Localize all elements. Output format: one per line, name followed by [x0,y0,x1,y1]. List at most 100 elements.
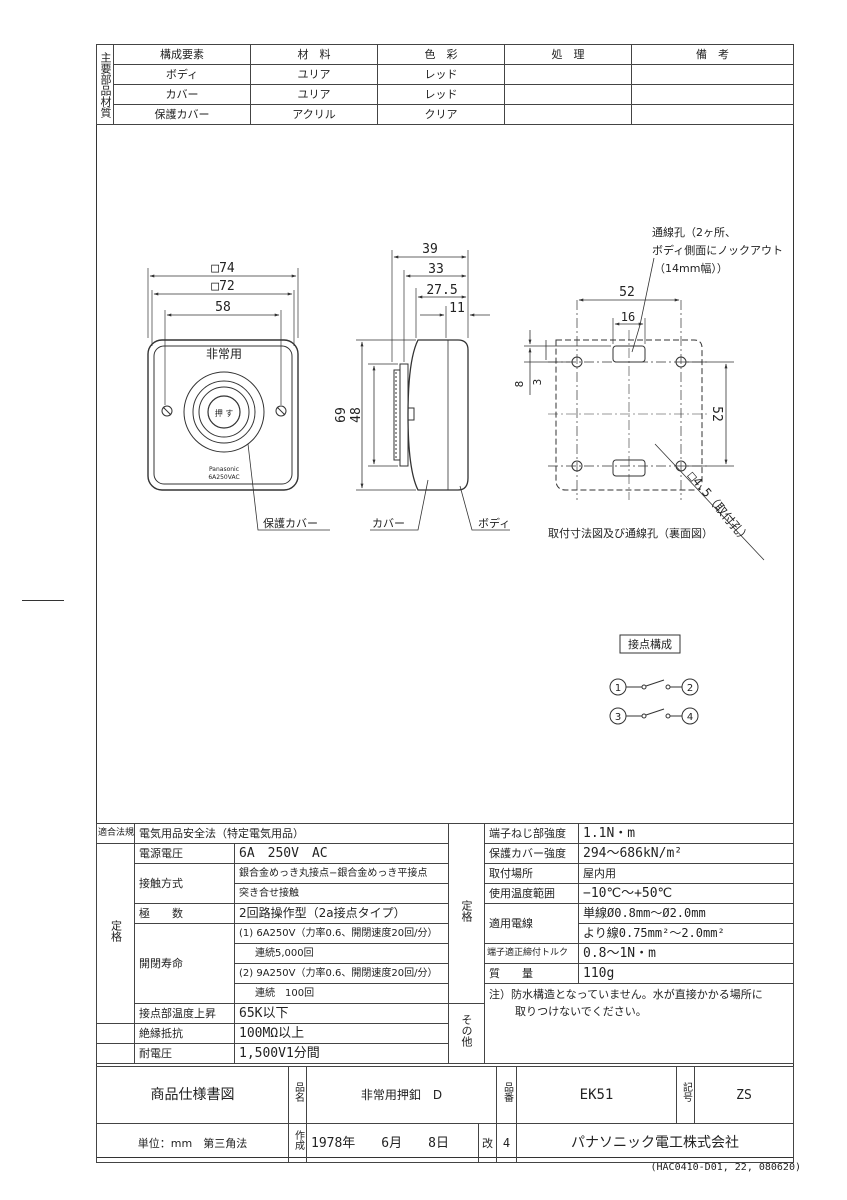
back-caption: 取付寸法図及び通線孔（裏面図） [548,526,713,540]
spec-l6-value: 1,500V1分間 [234,1043,449,1064]
spec-r2-label: 取付場所 [484,863,579,884]
back-note-line1: 通線孔（2ヶ所、 [652,225,736,239]
spec-l3-value: (1) 6A250V（力率0.6、開閉速度20回/分） [234,923,449,944]
contact-diagram [609,634,699,725]
spec-l0-value: 6A 250V AC [234,843,449,864]
materials-table: 主要部品材質 構成要素 材 料 色 彩 処 理 備 考 ボディ ユリア レッド … [96,44,794,125]
spec-r4-label: 適用電線 [484,903,579,944]
front-dim-58: 58 [215,300,231,315]
terminal-1: 1 [615,683,621,694]
spec-r1-label: 保護カバー強度 [484,843,579,864]
front-rating: 6A250VAC [208,474,239,481]
side-dim-69: 69 [334,407,349,423]
spec-l5-label: 絶縁抵抗 [134,1023,235,1044]
spec-l6-label: 耐電圧 [134,1043,235,1064]
row-protect-remarks [631,104,794,125]
contact-title: 接点構成 [628,638,672,651]
rev-label: 改 [478,1123,497,1163]
side-dim-11: 11 [449,301,465,316]
spec-l2-value: 2回路操作型（2a接点タイプ） [234,903,449,924]
other-label: その他 [448,1003,485,1064]
front-button-text: 押 す [215,408,234,418]
spec-table: 適合法規 電気用品安全法（特定電気用品） 定格 端子ねじ部強度 1.1N・m 定… [96,823,794,1064]
back-note-line2: ボディ側面にノックアウト [652,243,783,257]
back-note-line3: （14mm幅）） [654,262,728,275]
other-note-line1: 注）防水構造となっていません。水が直接かかる場所に [489,988,763,1001]
doc-type: 商品仕様書図 [96,1066,289,1124]
spec-r4-value: 単線Ø0.8mm〜Ø2.0mm [578,903,794,924]
spec-l5-value: 100MΩ以上 [234,1023,449,1044]
side-dim-39: 39 [422,242,438,257]
spec-r6-value: 110g [578,963,794,984]
name-label: 品名 [288,1066,307,1124]
spec-r2-value: 屋内用 [578,863,794,884]
row-body-material: ユリア [250,64,378,85]
spec-r5-value: 0.8〜1N・m [578,943,794,964]
header-remarks: 備 考 [631,44,794,65]
back-dim-3: 3 [531,379,544,386]
unit-note: 単位：mm 第三角法 [96,1123,289,1163]
row-cover-material: ユリア [250,84,378,105]
back-dim-8: 8 [513,381,526,388]
terminal-4: 4 [687,712,693,723]
terminal-2: 2 [687,683,693,694]
spec-l3-value2: 連続5,000回 [234,943,449,964]
back-dim-52-vertical: 52 [709,406,724,422]
other-note-line2: 取りつけないでください。 [515,1005,647,1018]
spec-r0-value: 1.1N・m [578,823,794,844]
back-view [524,257,765,561]
row-protect-material: アクリル [250,104,378,125]
spec-r3-value: −10℃〜+50℃ [578,883,794,904]
title-block: 商品仕様書図 品名 非常用押釦 D 品番 EK51 記号 ZS 単位：mm 第三… [96,1066,794,1163]
spec-r3-label: 使用温度範囲 [484,883,579,904]
technical-drawing: □74 □72 58 非常用 押 す Panasonic 6A250VAC 保護… [147,225,783,725]
spec-r1-value: 294〜686kN/m² [578,843,794,864]
side-dim-33: 33 [428,262,444,277]
side-view [356,250,510,531]
symbol-value: ZS [694,1066,794,1124]
number-label: 品番 [496,1066,517,1124]
spec-l0-label: 電源電圧 [134,843,235,864]
front-view [147,268,330,531]
spec-r6-label: 質 量 [484,963,579,984]
header-component: 構成要素 [113,44,251,65]
spec-l4-label: 接点部温度上昇 [134,1003,235,1024]
law-label: 適合法規 [96,823,135,844]
back-dim-16: 16 [621,310,635,324]
front-label-emergency: 非常用 [206,347,242,361]
spec-l3-value4: 連続 100回 [234,983,449,1004]
side-dim-27-5: 27.5 [426,283,457,298]
spec-l2-label: 極 数 [134,903,235,924]
spec-l1-value2: 突き合せ接触 [234,883,449,904]
spec-l4-value: 65K以下 [234,1003,449,1024]
spec-r0-label: 端子ねじ部強度 [484,823,579,844]
spec-r4-value2: より線0.75mm²〜2.0mm² [578,923,794,944]
terminal-3: 3 [615,712,621,723]
right-rating-label: 定格 [448,823,485,1004]
company-name: パナソニック電工株式会社 [516,1123,794,1163]
side-callout-body: ボディ [478,516,510,530]
created-label: 作成 [288,1123,307,1163]
product-name: 非常用押釦 D [306,1066,497,1124]
front-dim-74: □74 [211,261,235,276]
other-notes: 注）防水構造となっていません。水が直接かかる場所に 取りつけないでください。 [484,983,794,1064]
law-value: 電気用品安全法（特定電気用品） [134,823,449,844]
front-callout-protect-cover: 保護カバー [263,516,318,530]
spec-l1-label: 接触方式 [134,863,235,904]
side-dim-48: 48 [349,407,364,423]
back-dim-52-horizontal: 52 [619,285,635,300]
margin-mark [22,600,64,601]
front-dim-72: □72 [211,279,234,294]
rev-value: 4 [496,1123,517,1163]
footer-code: (HAC0410-D01, 22, 080620) [650,1162,801,1173]
product-number: EK51 [516,1066,677,1124]
spec-l1-value: 銀合金めっき丸接点−銀合金めっき平接点 [234,863,449,884]
spec-r5-label: 端子適正締付トルク [484,943,579,964]
spec-l3-label: 開閉寿命 [134,923,235,1004]
side-callout-cover: カバー [372,517,405,530]
spec-l3-value3: (2) 9A250V（力率0.6、開閉速度20回/分） [234,963,449,984]
row-protect-color: クリア [377,104,505,125]
front-brand: Panasonic [209,466,239,473]
symbol-label: 記号 [676,1066,695,1124]
created-date: 1978年 6月 8日 [306,1123,479,1163]
